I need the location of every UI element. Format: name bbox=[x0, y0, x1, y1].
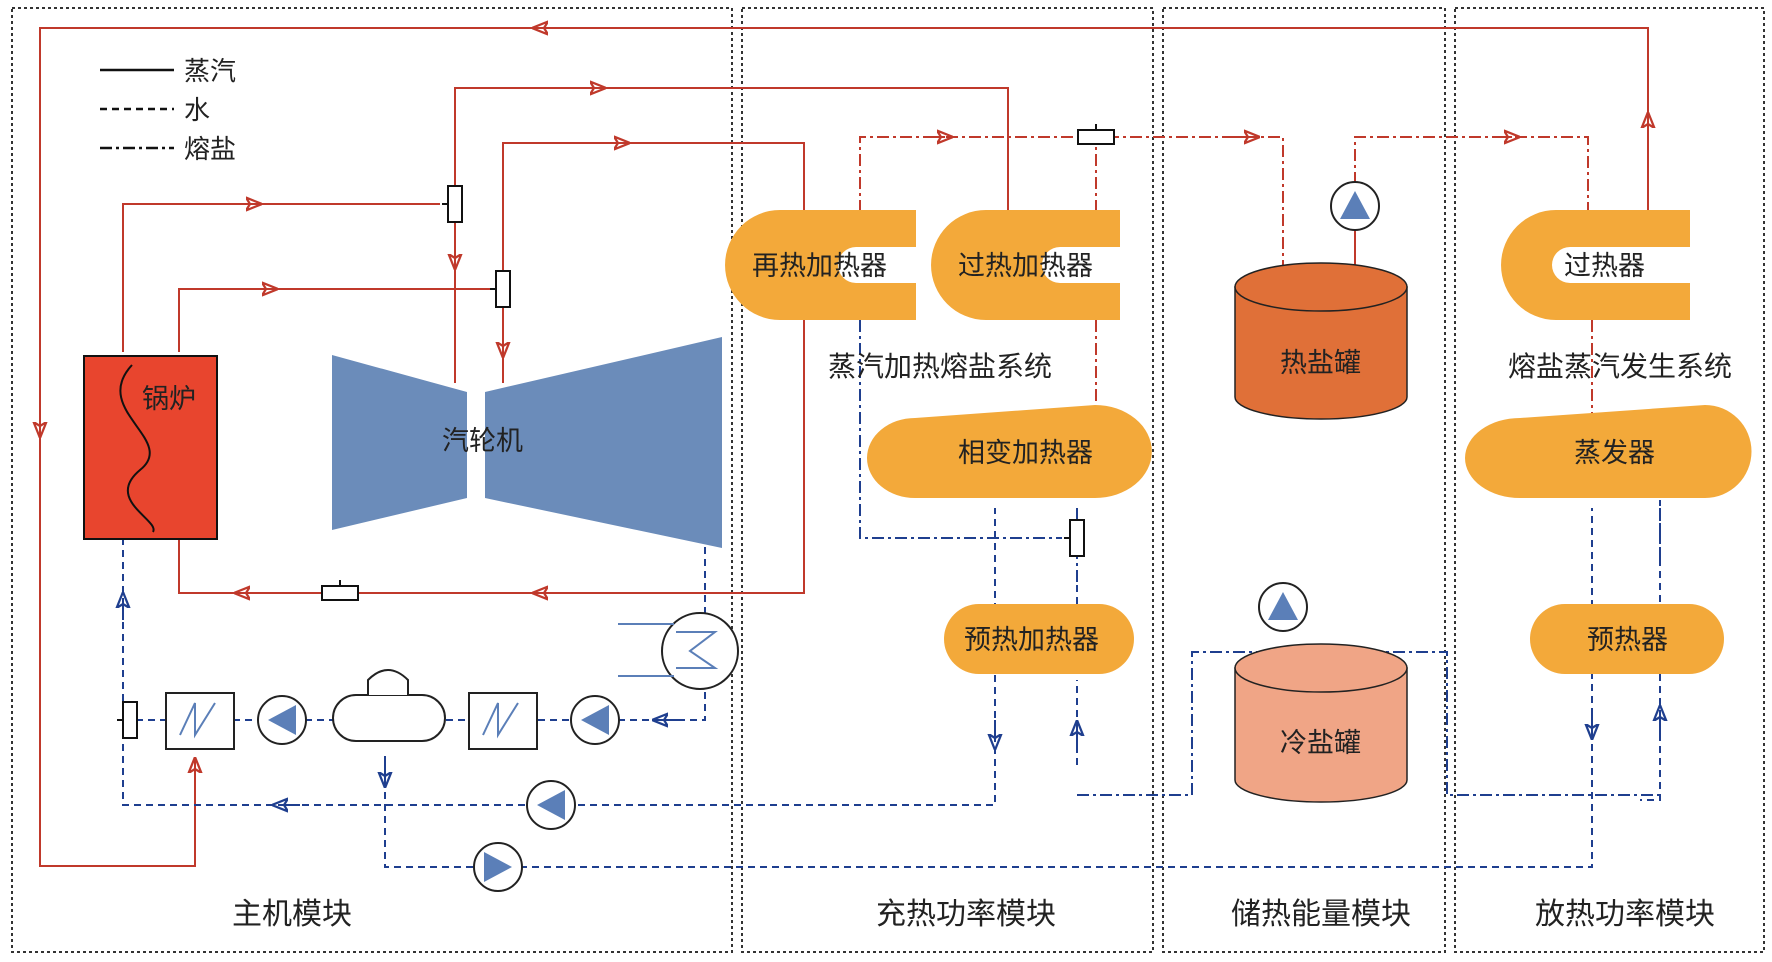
water-lines bbox=[123, 500, 1660, 868]
frame-host-module bbox=[11, 7, 733, 953]
steam-lines bbox=[40, 28, 1648, 867]
hot-salt-tank: 热盐罐 bbox=[1234, 262, 1408, 420]
pump-icon bbox=[473, 842, 523, 892]
condenser-icon bbox=[618, 612, 739, 690]
valve-icon bbox=[489, 270, 511, 308]
turbine-label: 汽轮机 bbox=[442, 426, 523, 457]
preheater-label: 预热器 bbox=[1587, 625, 1668, 656]
superheater: 过热器 bbox=[1501, 210, 1690, 320]
superheat-heater: 过热加热器 bbox=[931, 210, 1120, 320]
superheat-heater-label: 过热加热器 bbox=[958, 251, 1093, 282]
deaerator-icon bbox=[332, 669, 446, 742]
boiler: 锅炉 bbox=[83, 355, 218, 540]
legend: 蒸汽 水 熔盐 bbox=[100, 57, 236, 165]
hot-tank-label: 热盐罐 bbox=[1280, 348, 1361, 379]
legend-water: 水 bbox=[184, 96, 210, 126]
frame-discharge-module bbox=[1454, 7, 1765, 953]
valve-icon bbox=[1063, 519, 1085, 557]
pump-icon bbox=[1258, 582, 1308, 632]
cold-tank-label: 冷盐罐 bbox=[1280, 728, 1361, 759]
preheat-heater-label: 预热加热器 bbox=[964, 625, 1099, 656]
evaporator: 蒸发器 bbox=[1465, 405, 1752, 498]
evaporator-label: 蒸发器 bbox=[1574, 438, 1655, 469]
valve-icon bbox=[321, 579, 359, 601]
phase-change-heater-label: 相变加热器 bbox=[958, 438, 1093, 469]
pump-icon bbox=[570, 695, 620, 745]
system-steam-heating-salt: 蒸汽加热熔盐系统 bbox=[828, 350, 1052, 383]
boiler-label: 锅炉 bbox=[142, 384, 196, 415]
cold-salt-tank: 冷盐罐 bbox=[1234, 643, 1408, 803]
preheater: 预热器 bbox=[1530, 604, 1724, 674]
module-storage-label: 储热能量模块 bbox=[1231, 897, 1411, 932]
module-frames bbox=[11, 7, 1765, 953]
pump-icon bbox=[526, 780, 576, 830]
heat-exchanger-icon bbox=[468, 692, 538, 750]
pump-icon bbox=[257, 695, 307, 745]
legend-steam: 蒸汽 bbox=[184, 57, 236, 87]
pump-icon bbox=[1330, 181, 1380, 231]
system-salt-steam-generation: 熔盐蒸汽发生系统 bbox=[1508, 350, 1732, 383]
superheater-label: 过热器 bbox=[1564, 251, 1645, 282]
phase-change-heater: 相变加热器 bbox=[867, 405, 1152, 498]
reheat-heater-label: 再热加热器 bbox=[752, 251, 887, 282]
reheat-heater: 再热加热器 bbox=[725, 210, 916, 320]
valve-icon bbox=[441, 185, 463, 223]
turbine: 汽轮机 bbox=[332, 337, 722, 548]
heat-exchanger-icon bbox=[165, 692, 235, 750]
frame-charge-module bbox=[741, 7, 1154, 953]
preheat-heater: 预热加热器 bbox=[944, 604, 1134, 674]
module-discharge-label: 放热功率模块 bbox=[1535, 897, 1715, 932]
valve-icon bbox=[1077, 123, 1115, 145]
module-charge-label: 充热功率模块 bbox=[876, 897, 1056, 932]
frame-storage-module bbox=[1162, 7, 1446, 953]
valve-icon bbox=[116, 701, 138, 739]
legend-salt: 熔盐 bbox=[184, 135, 236, 165]
module-host-label: 主机模块 bbox=[232, 897, 352, 932]
